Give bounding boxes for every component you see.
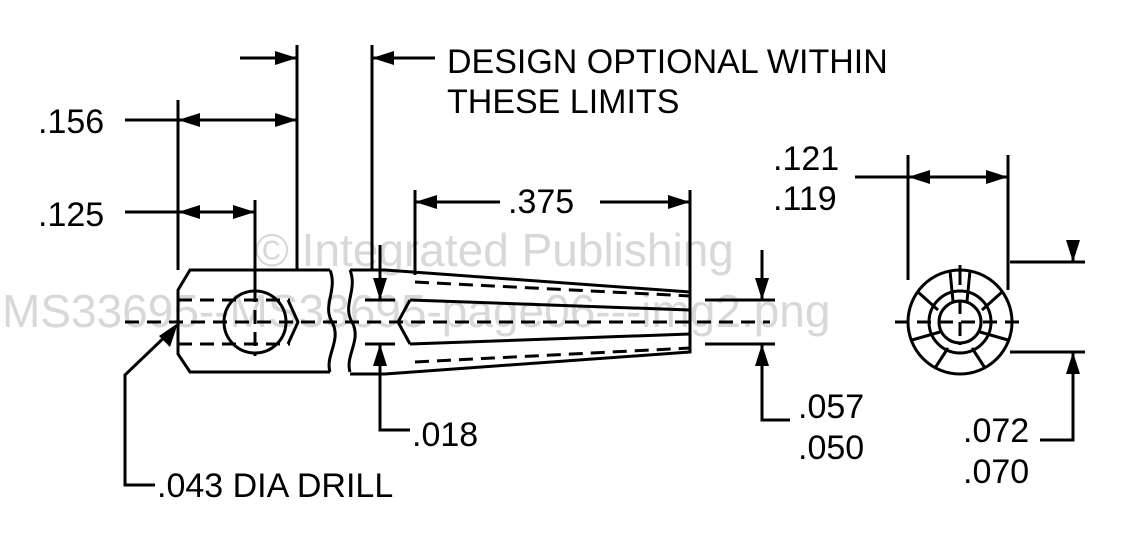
dim-057-arrows — [755, 278, 769, 366]
watermark-copyright: © Integrated Publishing — [255, 224, 734, 276]
dim-125-label: .125 — [38, 196, 104, 234]
dim-072-arrows — [1066, 240, 1080, 374]
dim-072-label: .072 — [963, 412, 1029, 450]
dim-057-label: .057 — [798, 388, 864, 426]
fork-hidden-lines — [414, 280, 691, 364]
dim-121-lines — [855, 155, 1010, 290]
design-limit-arrow — [372, 51, 394, 65]
design-note-line1: DESIGN OPTIONAL WITHIN — [447, 43, 888, 81]
dim-121-label: .121 — [773, 140, 839, 178]
break-line-right — [347, 269, 357, 373]
dim-156-lines — [125, 45, 299, 270]
dim-375-label: .375 — [508, 183, 574, 221]
dim-018-arrows — [373, 278, 387, 366]
dim-070-label: .070 — [963, 453, 1029, 491]
watermark-filename: MS33695--MS33695-page06---img2.png — [2, 285, 830, 337]
end-view-centerlines — [895, 300, 1025, 345]
eye-end-body — [176, 268, 330, 374]
fork-slot — [409, 298, 691, 346]
dim-057-lines — [705, 250, 790, 422]
drill-note-label: .043 DIA DRILL — [157, 467, 393, 505]
dim-375-lines — [413, 190, 692, 292]
design-note-line2: THESE LIMITS — [447, 83, 679, 121]
dim-119-label: .119 — [773, 180, 837, 218]
dim-156-label: .156 — [38, 103, 104, 141]
end-view-spokes — [911, 265, 1009, 369]
hole-hidden-lines — [178, 298, 290, 346]
dim-156-arrows — [178, 51, 297, 127]
drill-arrow — [159, 323, 178, 347]
dim-072-lines — [1010, 245, 1085, 442]
dim-050-label: .050 — [798, 429, 864, 467]
break-line-left — [327, 269, 337, 373]
drill-point — [286, 299, 300, 345]
dim-018-label: .018 — [412, 416, 478, 454]
dim-125-arrows — [178, 205, 255, 219]
drill-leader — [123, 328, 174, 487]
dim-121-arrows — [908, 170, 1008, 184]
slot-end — [396, 299, 412, 345]
